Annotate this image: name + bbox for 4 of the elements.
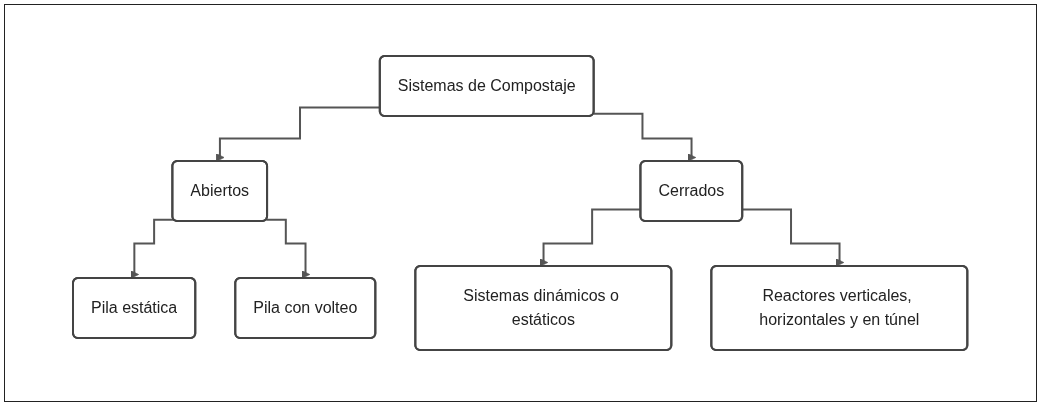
arrow [742,208,845,267]
arrow [265,218,311,279]
arrow [130,218,176,279]
arrow [592,112,697,162]
